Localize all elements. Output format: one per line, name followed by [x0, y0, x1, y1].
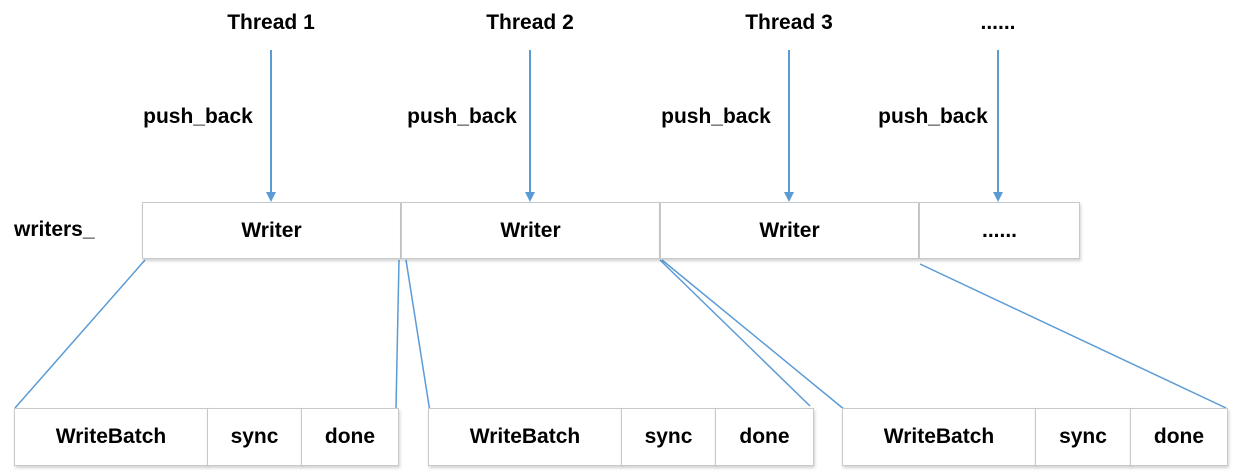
thread-label-1: Thread 1: [227, 11, 315, 34]
record-2-done: done: [715, 408, 814, 466]
expand-line-1-left: [14, 259, 146, 409]
expand-line-1-right: [395, 259, 400, 409]
record-1-sync: sync: [207, 408, 302, 466]
record-1-writebatch: WriteBatch: [14, 408, 208, 466]
push-back-label-4: push_back: [878, 105, 988, 128]
expand-line-3-right: [919, 263, 1227, 409]
push-back-label-2: push_back: [407, 105, 517, 128]
record-2-writebatch: WriteBatch: [428, 408, 622, 466]
push-back-label-1: push_back: [143, 105, 253, 128]
writer-cell-3: Writer: [660, 202, 919, 259]
thread-label-4: ......: [980, 11, 1016, 34]
expand-line-2-left: [405, 259, 431, 413]
record-3-done: done: [1130, 408, 1228, 466]
record-2-sync: sync: [621, 408, 716, 466]
writer-cell-1: Writer: [142, 202, 401, 259]
record-3-sync: sync: [1035, 408, 1131, 466]
writers-queue-label: writers_: [14, 218, 95, 241]
thread-label-3: Thread 3: [745, 11, 833, 34]
expand-line-2-right: [659, 259, 811, 407]
record-1-done: done: [301, 408, 399, 466]
expand-line-3-left: [661, 259, 846, 411]
writer-cell-4: ......: [919, 202, 1080, 259]
writer-cell-2: Writer: [401, 202, 660, 259]
thread-label-2: Thread 2: [486, 11, 574, 34]
record-3-writebatch: WriteBatch: [842, 408, 1036, 466]
push-back-label-3: push_back: [661, 105, 771, 128]
